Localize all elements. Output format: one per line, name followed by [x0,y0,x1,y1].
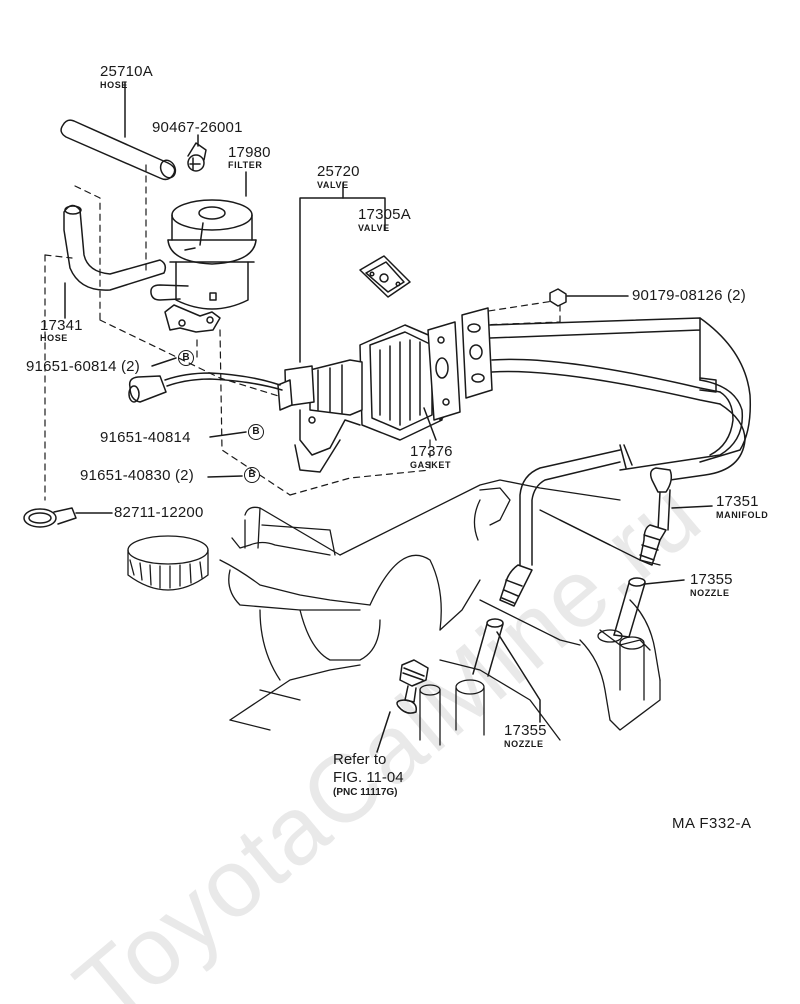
connector-harness [128,372,283,403]
valve-17305a-drawing [359,255,411,298]
label-17355-upper-number: 17355 [690,571,733,588]
bolt-b-mark-1: B [178,350,194,366]
leader-17355-upper [644,579,685,585]
leader-91651-40830 [207,475,243,478]
label-25720-number: 25720 [317,163,360,180]
cylinder-head-drawing [127,479,661,746]
manifold-17351-drawing [461,307,752,607]
refer-line-1: Refer to [333,751,387,768]
spark-plug-drawing [396,659,429,714]
label-17305a-name: VALVE [358,223,390,233]
label-25710a-name: HOSE [100,80,128,90]
label-17341-number: 17341 [40,317,83,334]
refer-line-2: FIG. 11-04 [333,769,404,786]
hose-17341-drawing [63,204,167,291]
clamp-82711-drawing [23,507,77,528]
leader-91651-60814 [151,357,177,367]
label-17341-name: HOSE [40,333,68,343]
label-17980-number: 17980 [228,144,271,161]
leader-91651-40814 [209,431,247,438]
label-91651-40830-number: 91651-40830 (2) [80,467,194,484]
label-82711-number: 82711-12200 [114,504,204,521]
refer-line-3: (PNC 11117G) [333,787,398,798]
label-17305a-number: 17305A [358,206,411,223]
nozzle-17355-upper-drawing [613,577,646,638]
filter-17980-drawing [150,199,257,333]
bolt-b-mark-3: B [244,467,260,483]
label-90179-number: 90179-08126 (2) [632,287,746,304]
label-17376-name: GASKET [410,460,452,470]
diagram-code: MA F332-A [672,815,752,832]
nozzle-17355-lower-drawing [472,618,504,677]
label-17376-number: 17376 [410,443,453,460]
label-17351-number: 17351 [716,493,759,510]
label-91651-60814-number: 91651-60814 (2) [26,358,140,375]
label-25710a-number: 25710A [100,63,153,80]
label-25720-name: VALVE [317,180,349,190]
label-17351-name: MANIFOLD [716,510,769,520]
gasket-17376-drawing [427,321,461,421]
label-17980-name: FILTER [228,160,263,170]
label-17355-upper-name: NOZZLE [690,588,730,598]
label-17355-lower-name: NOZZLE [504,739,544,749]
leader-17351 [671,505,713,509]
label-91651-40814-number: 91651-40814 [100,429,191,446]
leader-17355-lower [496,631,541,723]
phantom-lines [44,164,561,501]
leader-refer [376,711,391,753]
clip-90467-drawing [187,142,207,172]
leader-17376 [423,407,437,441]
bolt-90179-drawing [549,288,567,307]
label-90467-number: 90467-26001 [152,119,243,136]
label-17355-lower-number: 17355 [504,722,547,739]
bolt-b-mark-2: B [248,424,264,440]
